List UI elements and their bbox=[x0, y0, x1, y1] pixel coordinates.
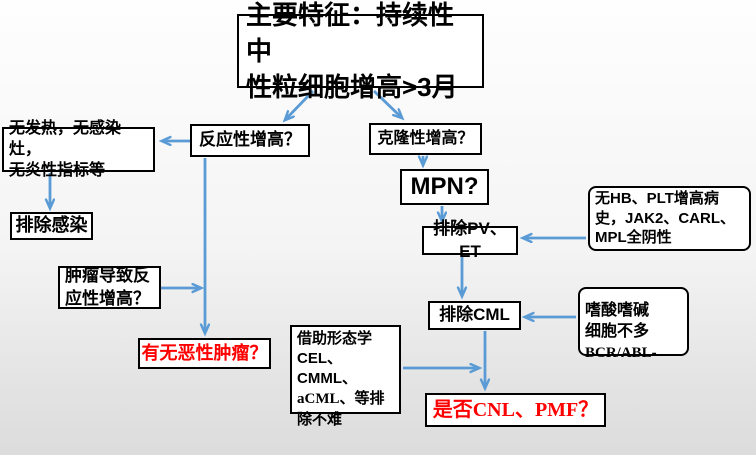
node-main-feature: 主要特征：持续性中 性粒细胞增高>3月 bbox=[237, 0, 484, 102]
eos-bcr-abl-text: BCR/ABL- bbox=[585, 345, 657, 362]
node-tumor-reactive: 肿瘤导致反 应性增高？ bbox=[58, 266, 161, 309]
node-clonal-increase: 克隆性增高？ bbox=[369, 123, 482, 155]
node-reactive-increase: 反应性增高？ bbox=[190, 124, 310, 157]
node-no-fever: 无发热，无感染灶， 无炎性指标等 bbox=[2, 120, 155, 179]
node-mpn: MPN? bbox=[400, 169, 489, 205]
morphology-text-1: 借助形态学 CEL、CMML、 bbox=[297, 330, 373, 387]
node-exclude-infection: 排除感染 bbox=[10, 212, 93, 240]
node-exclude-pv-et: 排除PV、ET bbox=[422, 219, 518, 261]
morphology-acml-text: aCML bbox=[297, 390, 340, 407]
node-exclude-cml: 排除CML bbox=[428, 301, 521, 330]
node-morphology-help: 借助形态学 CEL、CMML、 aCML、等排 除不难 bbox=[290, 325, 401, 428]
node-cnl-pmf-question: 是否CNL、PMF？ bbox=[425, 393, 606, 427]
eos-sans-text: 嗜酸嗜碱 细胞不多 bbox=[585, 302, 650, 341]
morphology-text-2: 、等排 除不难 bbox=[297, 389, 385, 428]
node-no-hb-plt-history: 无HB、PLT增高病 史，JAK2、CARL、 MPL全阴性 bbox=[588, 186, 751, 251]
node-eosinophil-basophil: 嗜酸嗜碱 细胞不多 BCR/ABL- bbox=[578, 287, 689, 361]
node-malignant-tumor-question: 有无恶性肿瘤？ bbox=[138, 338, 271, 369]
